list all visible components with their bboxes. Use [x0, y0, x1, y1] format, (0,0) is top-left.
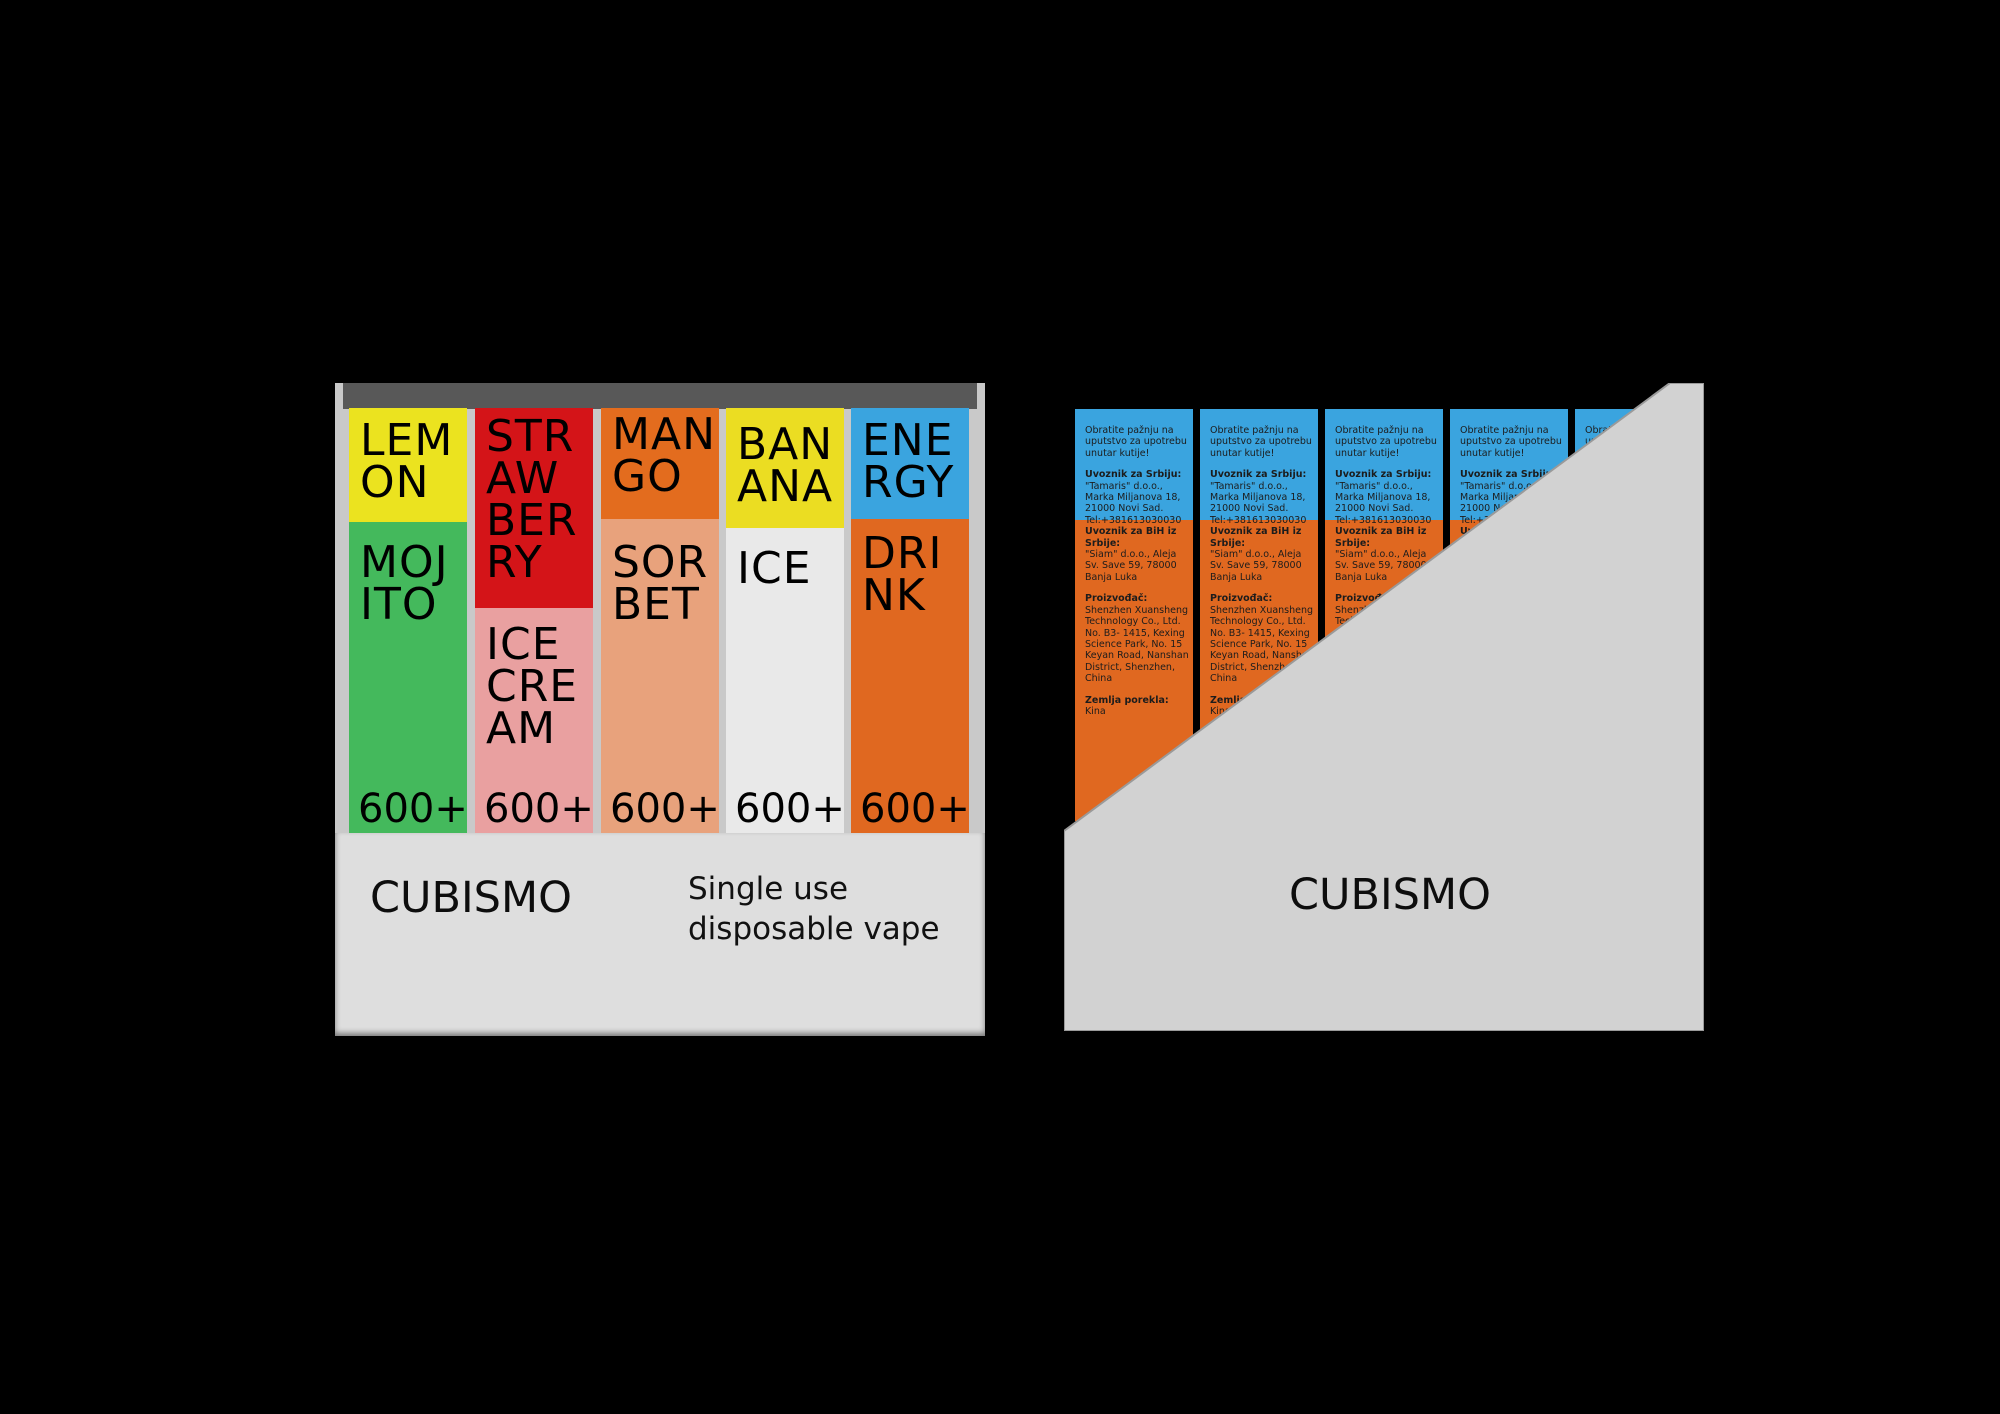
flavor-top-segment: ENE RGY: [851, 408, 969, 519]
brand-name: CUBISMO: [370, 873, 572, 923]
label-importer-rs-title: Uvoznik za Srbiju:: [1460, 469, 1557, 481]
flavor-top-label: LEM ON: [360, 415, 454, 508]
flavor-bottom-label: DRI NK: [862, 528, 943, 621]
flavor-bottom-label: SOR BET: [612, 537, 709, 630]
label-importer-rs: "Tamaris" d.o.o., Marka Miljanova 18, 21…: [1085, 480, 1182, 526]
label-importer-bih-title: Uvoznik za BiH iz Srbije:: [1085, 526, 1177, 549]
flavor-bar-mango-sorbet[interactable]: MAN GO SOR BET 600+: [601, 408, 719, 833]
label-manufacturer-title: Proizvođač:: [1085, 593, 1148, 605]
label-importer-bih-title: Uvoznik za BiH iz Srbije:: [1335, 526, 1427, 549]
label-blue-segment: [1075, 409, 1193, 520]
flavor-bar-lemon-mojito[interactable]: LEM ON MOJ ITO 600+: [349, 408, 467, 833]
flavor-top-label: MAN GO: [612, 409, 716, 502]
label-origin: Kina: [1210, 705, 1231, 717]
label-notice: Obratite pažnju na uputstvo za upotrebu …: [1335, 425, 1437, 459]
flavor-bottom-segment: DRI NK: [851, 519, 969, 833]
label-importer-bih: "Siam" d.o.o., Aleja Sv. Save 59, 78000 …: [1335, 549, 1427, 583]
flavor-top-segment: BAN ANA: [726, 408, 844, 528]
flavor-bottom-segment: SOR BET: [601, 519, 719, 833]
display-side-cover: [1064, 383, 1704, 1031]
label-manufacturer: Shenzhen Xuansheng Technology Co., Ltd. …: [1210, 604, 1314, 685]
label-blue-segment: [1200, 409, 1318, 520]
flavor-top-label: BAN ANA: [737, 419, 834, 512]
label-importer-rs: "Tamaris" d.o.o., Marka Miljanova 18, 21…: [1335, 480, 1432, 526]
label-manufacturer: Shenzhen Xuansheng Technology Co., Ltd. …: [1085, 604, 1189, 685]
label-notice: Obratite pažnju na uputstvo za upotrebu …: [1085, 425, 1187, 459]
label-info-text: Obratite pažnju na uputstvo za upotrebu …: [1210, 425, 1314, 717]
label-importer-rs-title: Uvoznik za Srbiju:: [1210, 469, 1307, 481]
puff-count: 600+: [860, 786, 969, 832]
flavor-bottom-segment: ICE CRE AM: [475, 608, 593, 833]
flavor-bottom-label: ICE CRE AM: [486, 619, 579, 754]
puff-count: 600+: [358, 786, 467, 832]
label-origin: Kina: [1085, 705, 1106, 717]
brand-name: CUBISMO: [1289, 870, 1491, 920]
puff-count: 600+: [484, 786, 593, 832]
puff-count: 600+: [610, 786, 719, 832]
left-display-box: LEM ON MOJ ITO 600+ STR AW BER RY ICE CR…: [335, 383, 985, 1036]
flavor-top-label: ENE RGY: [862, 415, 955, 508]
label-importer-bih: "Siam" d.o.o., Aleja Sv. Save 59, 78000 …: [1085, 549, 1177, 583]
label-manufacturer-title: Proizvođač:: [1335, 593, 1398, 605]
display-front-panel: CUBISMO Single use disposable vape: [335, 833, 985, 1036]
label-importer-rs-title: Uvoznik za Srbiju:: [1085, 469, 1182, 481]
flavor-top-segment: STR AW BER RY: [475, 408, 593, 608]
flavor-bar-strawberry-ice-cream[interactable]: STR AW BER RY ICE CRE AM 600+: [475, 408, 593, 833]
flavor-bottom-label: ICE: [737, 543, 812, 594]
puff-count: 600+: [735, 786, 844, 832]
label-origin-title: Zemlja porekla:: [1085, 694, 1169, 706]
flavor-bar-energy-drink[interactable]: ENE RGY DRI NK 600+: [851, 408, 969, 833]
flavor-bottom-segment: ICE: [726, 528, 844, 833]
label-manufacturer-title: Proizvođač:: [1210, 593, 1273, 605]
label-notice: Obratite pažnju na uputstvo za upotrebu …: [1210, 425, 1312, 459]
right-display-box: Obratite pažnju na uputstvo za upotrebu …: [1064, 383, 1704, 1031]
label-importer-rs: "Tamaris" d.o.o., Marka Miljanova 18, 21…: [1210, 480, 1307, 526]
label-importer-rs-title: Uvoznik za Srbiju:: [1335, 469, 1432, 481]
flavor-bar-banana-ice[interactable]: BAN ANA ICE 600+: [726, 408, 844, 833]
display-top-shadow: [343, 383, 977, 409]
flavor-top-label: STR AW BER RY: [486, 411, 578, 588]
label-importer-bih-title: Uvoznik za BiH iz Srbije:: [1210, 526, 1302, 549]
flavor-top-segment: MAN GO: [601, 408, 719, 519]
label-blue-segment: [1325, 409, 1443, 520]
product-tagline: Single use disposable vape: [688, 871, 940, 947]
flavor-bottom-label: MOJ ITO: [360, 537, 449, 630]
label-notice: Obratite pažnju na uputstvo za upotrebu …: [1460, 425, 1562, 459]
label-info-text: Obratite pažnju na uputstvo za upotrebu …: [1085, 425, 1189, 717]
flavor-top-segment: LEM ON: [349, 408, 467, 522]
flavor-bottom-segment: MOJ ITO: [349, 522, 467, 833]
label-importer-bih: "Siam" d.o.o., Aleja Sv. Save 59, 78000 …: [1210, 549, 1302, 583]
